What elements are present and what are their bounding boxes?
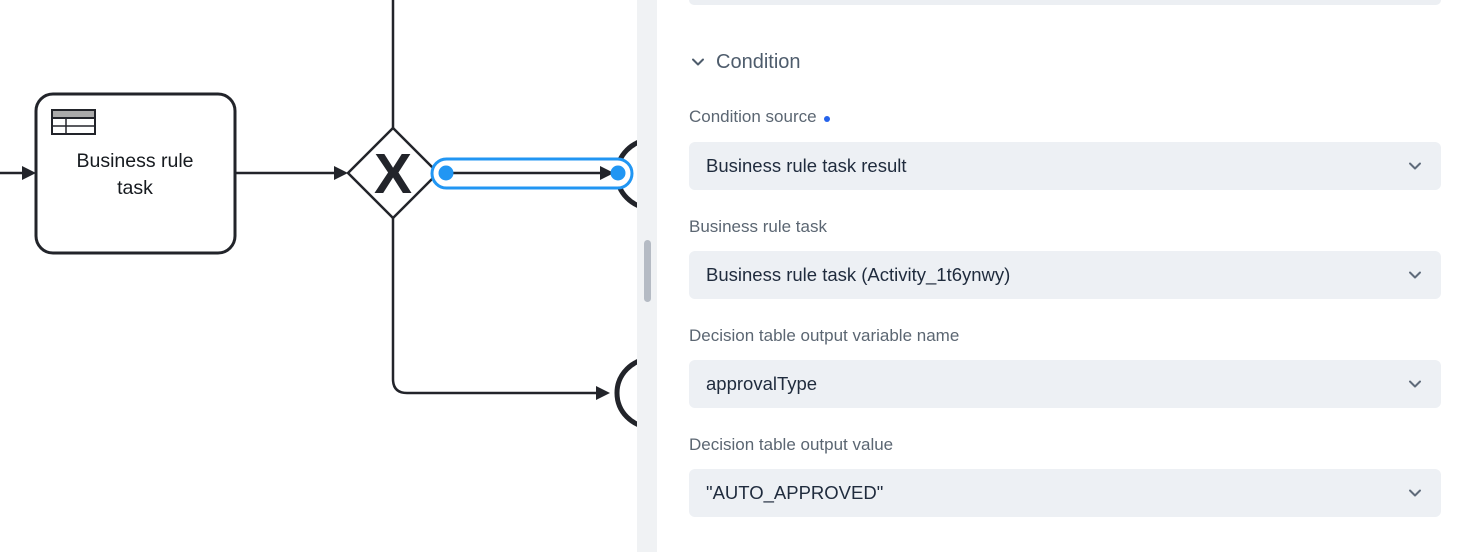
select-value: approvalType (706, 373, 818, 394)
condition-source-label: Condition source (689, 107, 1441, 127)
field-label-text: Decision table output variable name (689, 326, 960, 345)
chevron-down-icon (1409, 271, 1421, 279)
task-label-line1: Business rule (76, 150, 193, 172)
field-label-text: Business rule task (689, 217, 827, 236)
selected-sequence-flow[interactable] (430, 157, 634, 190)
chevron-down-icon (692, 58, 704, 66)
sequence-flow-task-to-gateway[interactable] (236, 166, 348, 180)
required-indicator (823, 115, 830, 122)
business-rule-task-shape[interactable]: Business rule task (34, 92, 237, 255)
chevron-down-icon (1409, 162, 1421, 170)
select-value: "AUTO_APPROVED" (706, 482, 884, 503)
field-label-text: Condition source (689, 107, 817, 126)
properties-panel: Condition Condition source Business rule… (657, 0, 1466, 552)
output-variable-name-label: Decision table output variable name (689, 326, 1441, 346)
gateway-x-symbol: X (374, 142, 412, 206)
end-event-bottom[interactable] (614, 359, 637, 427)
task-label-line2: task (117, 177, 153, 199)
business-rule-task-select[interactable]: Business rule task (Activity_1t6ynwy) (689, 251, 1441, 299)
chevron-down-icon (1409, 489, 1421, 497)
diagram-svg: Business rule task X (0, 0, 637, 427)
business-rule-table-icon (51, 109, 96, 135)
select-value: Business rule task result (706, 155, 907, 176)
flow-endpoint-start[interactable] (438, 165, 454, 181)
flow-endpoint-end[interactable] (610, 165, 626, 181)
field-label-text: Decision table output value (689, 435, 894, 454)
diagram-canvas[interactable]: Business rule task X (0, 0, 637, 552)
sequence-flow-gateway-to-bottom-event[interactable] (391, 218, 610, 400)
select-value: Business rule task (Activity_1t6ynwy) (706, 264, 1011, 285)
exclusive-gateway-shape[interactable]: X (346, 126, 440, 220)
condition-section-header[interactable]: Condition (689, 50, 1441, 74)
section-title: Condition (716, 51, 801, 73)
panel-scrollbar-gutter (637, 0, 657, 552)
sequence-flow-incoming[interactable] (0, 166, 36, 180)
output-value-select[interactable]: "AUTO_APPROVED" (689, 469, 1441, 517)
previous-field-partial (689, 0, 1441, 5)
business-rule-task-label: Business rule task (689, 217, 1441, 237)
output-variable-name-select[interactable]: approvalType (689, 360, 1441, 408)
chevron-down-icon (1409, 380, 1421, 388)
output-value-label: Decision table output value (689, 435, 1441, 455)
condition-source-select[interactable]: Business rule task result (689, 142, 1441, 190)
scrollbar-thumb[interactable] (644, 240, 651, 302)
